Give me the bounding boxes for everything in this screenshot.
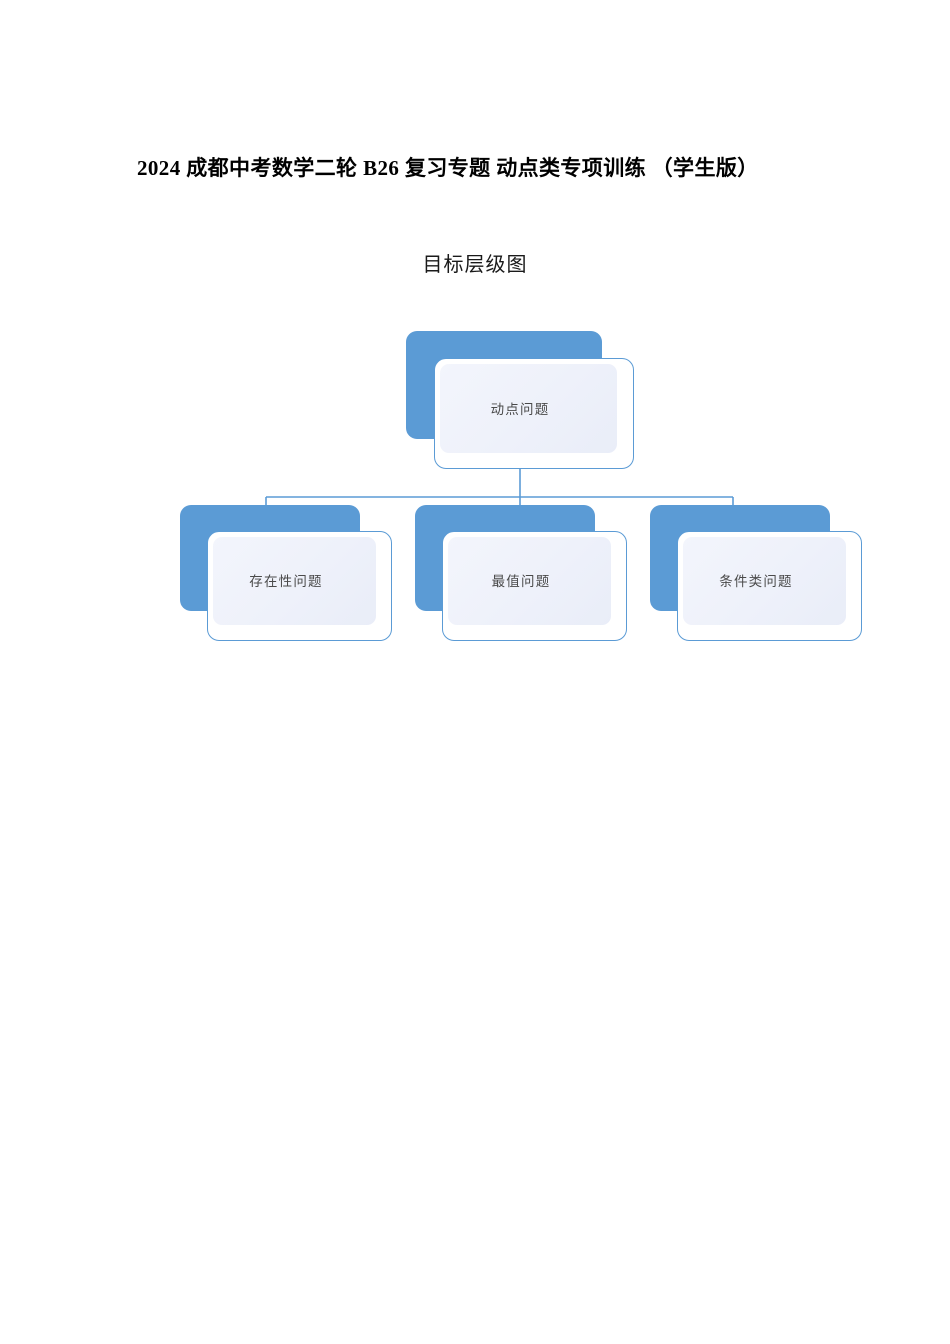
diagram-heading: 目标层级图 xyxy=(422,254,528,276)
node-label-child-2: 最值问题 xyxy=(491,574,551,589)
node-inner-panel xyxy=(448,537,611,625)
page-title: 2024 成都中考数学二轮 B26 复习专题 动点类专项训练 （学生版） xyxy=(137,156,759,180)
diagram-node-child-2[interactable]: 最值问题 xyxy=(415,505,627,641)
diagram-node-child-1[interactable]: 存在性问题 xyxy=(180,505,392,641)
node-label-root: 动点问题 xyxy=(490,402,550,417)
diagram-node-root[interactable]: 动点问题 xyxy=(406,331,634,469)
node-inner-panel xyxy=(683,537,846,625)
node-inner-panel xyxy=(440,364,617,453)
node-label-child-3: 条件类问题 xyxy=(719,574,793,589)
diagram-node-child-3[interactable]: 条件类问题 xyxy=(650,505,862,641)
node-label-child-1: 存在性问题 xyxy=(249,574,323,589)
node-inner-panel xyxy=(213,537,376,625)
